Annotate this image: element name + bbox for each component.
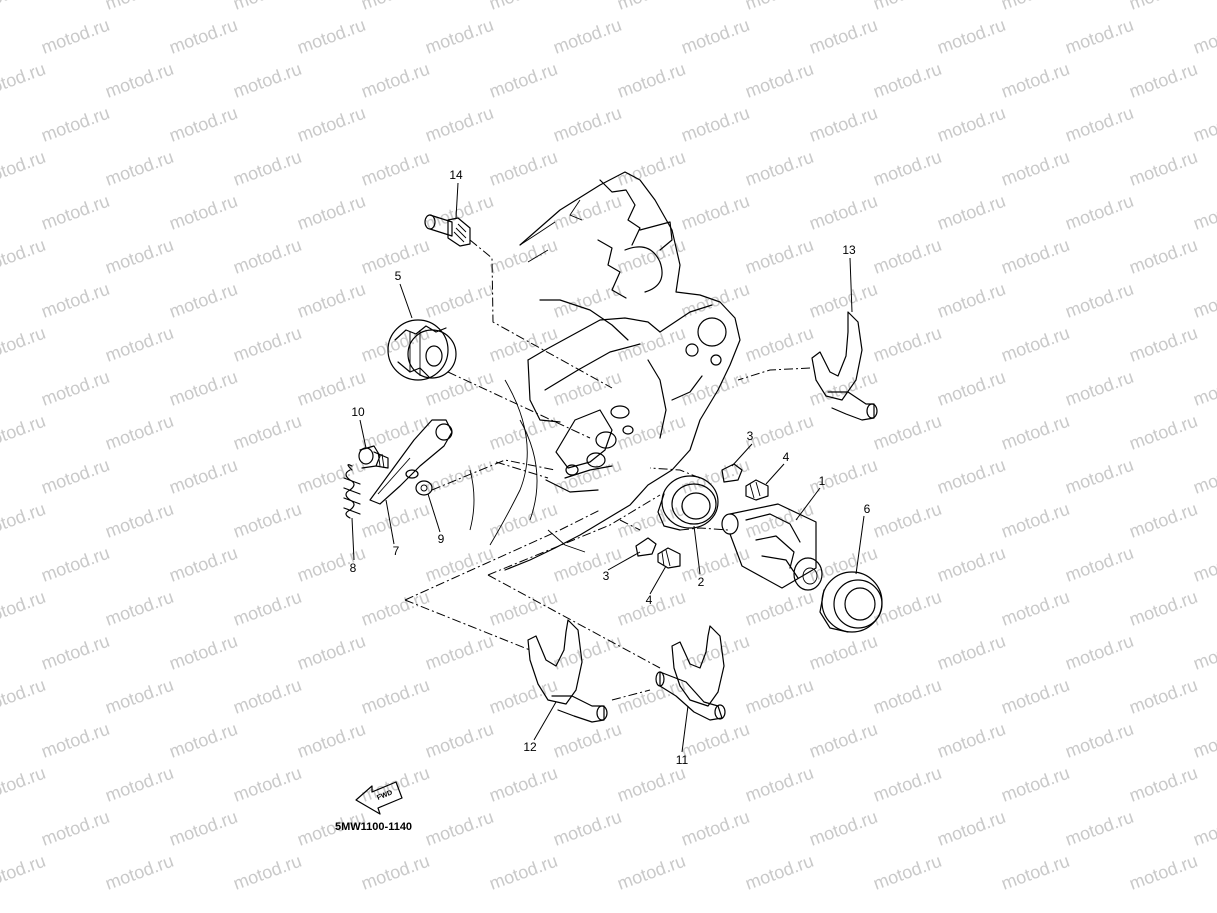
part-2-bearing: [657, 475, 719, 531]
callout-14: 14: [449, 168, 463, 182]
part-4b-screw: [657, 547, 681, 569]
part-4a-screw: [745, 479, 769, 501]
callout-3a: 3: [747, 429, 754, 443]
callout-13: 13: [842, 243, 856, 257]
callout-7: 7: [393, 544, 400, 558]
forward-arrow-icon: FWD: [355, 781, 403, 815]
callout-4a: 4: [783, 450, 790, 464]
part-7-stopper-lever: [369, 419, 453, 505]
part-12-shift-fork: [527, 619, 608, 723]
callout-9: 9: [438, 532, 445, 546]
part-8-spring: [343, 464, 361, 519]
part-13-shift-fork: [811, 311, 878, 421]
part-11-shift-fork: [655, 625, 726, 721]
callout-leaders: [351, 182, 865, 753]
part-3a-plate: [721, 463, 743, 483]
callout-4b: 4: [646, 593, 653, 607]
part-1-shift-drum: [721, 503, 823, 591]
callout-2: 2: [698, 575, 705, 589]
callout-3b: 3: [603, 569, 610, 583]
callout-5: 5: [395, 269, 402, 283]
callout-8: 8: [350, 561, 357, 575]
crankcase-outline: [469, 171, 741, 571]
fwd-label: FWD: [376, 789, 393, 801]
diagram-code: 5MW1100-1140: [335, 821, 412, 833]
callout-10: 10: [351, 405, 365, 419]
part-3b-plate: [635, 537, 657, 557]
part-9-washer: [415, 480, 433, 496]
callout-1: 1: [819, 474, 826, 488]
part-10-bolt: [358, 445, 389, 469]
part-14-pin-bolt: [424, 214, 471, 247]
callout-12: 12: [523, 740, 537, 754]
part-6-bearing: [819, 571, 883, 633]
callout-labels: 14 5 13 10 3 4 1 6 7 8 9 3 4 2 12 11: [350, 168, 871, 767]
part-5-segment: [387, 319, 457, 381]
assembly-guide-lines: [404, 239, 811, 701]
callout-11: 11: [676, 753, 689, 767]
callout-6: 6: [864, 502, 871, 516]
